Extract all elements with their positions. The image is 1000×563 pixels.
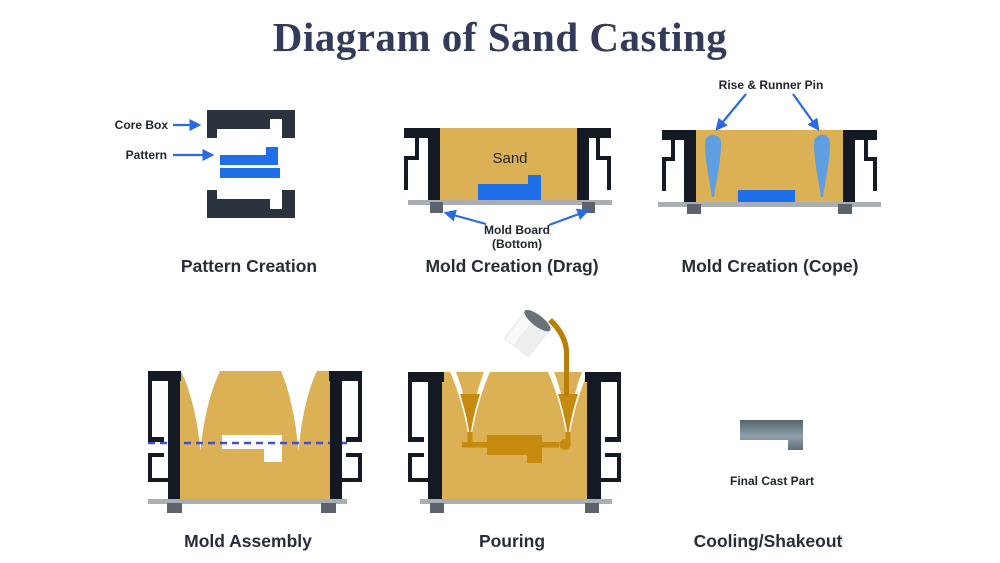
- flask-left-wall: [404, 128, 440, 200]
- mold-board: [658, 202, 881, 207]
- mold-board: [148, 499, 347, 504]
- core-box-bottom-half: [207, 190, 295, 218]
- flask-right-wall: [577, 128, 611, 200]
- molten-riser: [460, 394, 480, 438]
- right-clamp-foot: [838, 204, 852, 214]
- flask-right-wall: [843, 130, 877, 202]
- caption-mold-assembly: Mold Assembly: [184, 531, 312, 551]
- pin-arrow-right: [792, 93, 820, 131]
- mold-board: [420, 499, 612, 504]
- mold-board-label-line1: Mold Board: [484, 223, 550, 237]
- right-clamp-foot: [585, 503, 599, 513]
- caption-mold-drag: Mold Creation (Drag): [425, 256, 599, 276]
- runner-left: [462, 442, 487, 448]
- runner-pin: [814, 134, 830, 197]
- caption-cooling: Cooling/Shakeout: [693, 531, 843, 551]
- mold-cope-diagram: Rise & Runner Pin: [658, 78, 881, 214]
- mold-board: [408, 200, 612, 205]
- caption-mold-cope: Mold Creation (Cope): [681, 256, 859, 276]
- right-clamp-foot: [582, 202, 595, 213]
- cooling-diagram: Final Cast Part: [730, 420, 814, 488]
- flask-right-wall: [585, 372, 621, 499]
- caption-pouring: Pouring: [478, 531, 546, 551]
- pattern-bottom-piece: [220, 168, 280, 178]
- crucible: [504, 309, 551, 358]
- molten-casting: [487, 435, 542, 463]
- pattern-top-piece: [220, 147, 278, 165]
- runner-right: [542, 442, 559, 448]
- runner-well: [559, 439, 571, 450]
- molten-metal: [460, 394, 578, 463]
- pin-label: Rise & Runner Pin: [719, 78, 824, 92]
- mold-board-arrow-left: [443, 209, 487, 226]
- riser-cavity: [181, 371, 220, 451]
- right-clamp-foot: [321, 503, 336, 513]
- pattern-creation-diagram: Core Box Pattern: [115, 110, 295, 218]
- flask-left-wall: [662, 130, 696, 202]
- caption-pattern-creation: Pattern Creation: [180, 256, 318, 276]
- core-box-label: Core Box: [115, 118, 169, 132]
- pin-arrow-left: [715, 93, 747, 131]
- final-cast-part: [740, 420, 803, 450]
- pattern-plate: [738, 190, 795, 202]
- left-clamp-foot: [430, 202, 443, 213]
- flask-right-wall: [329, 371, 362, 499]
- molten-sprue: [558, 394, 578, 438]
- page-title: Diagram of Sand Casting: [272, 14, 728, 60]
- final-cast-part-label: Final Cast Part: [730, 474, 814, 488]
- left-clamp-foot: [430, 503, 444, 513]
- left-clamp-foot: [167, 503, 182, 513]
- pattern-label: Pattern: [126, 148, 167, 162]
- riser-pin: [705, 134, 721, 197]
- left-clamp-foot: [687, 204, 701, 214]
- pouring-diagram: [408, 309, 621, 513]
- mold-board-label-line2: (Bottom): [492, 237, 542, 251]
- sprue-cavity: [281, 371, 317, 451]
- flask-left-wall: [408, 372, 444, 499]
- pattern-in-sand: [478, 175, 541, 200]
- flask-left-wall: [148, 371, 181, 499]
- molten-stream: [548, 318, 569, 396]
- mold-board-arrow-right: [548, 208, 590, 227]
- core-box-top-half: [207, 110, 295, 138]
- sand-label: Sand: [492, 150, 527, 167]
- mold-assembly-diagram: [148, 371, 362, 513]
- mold-drag-diagram: Sand Mold Board (Bottom): [404, 128, 612, 251]
